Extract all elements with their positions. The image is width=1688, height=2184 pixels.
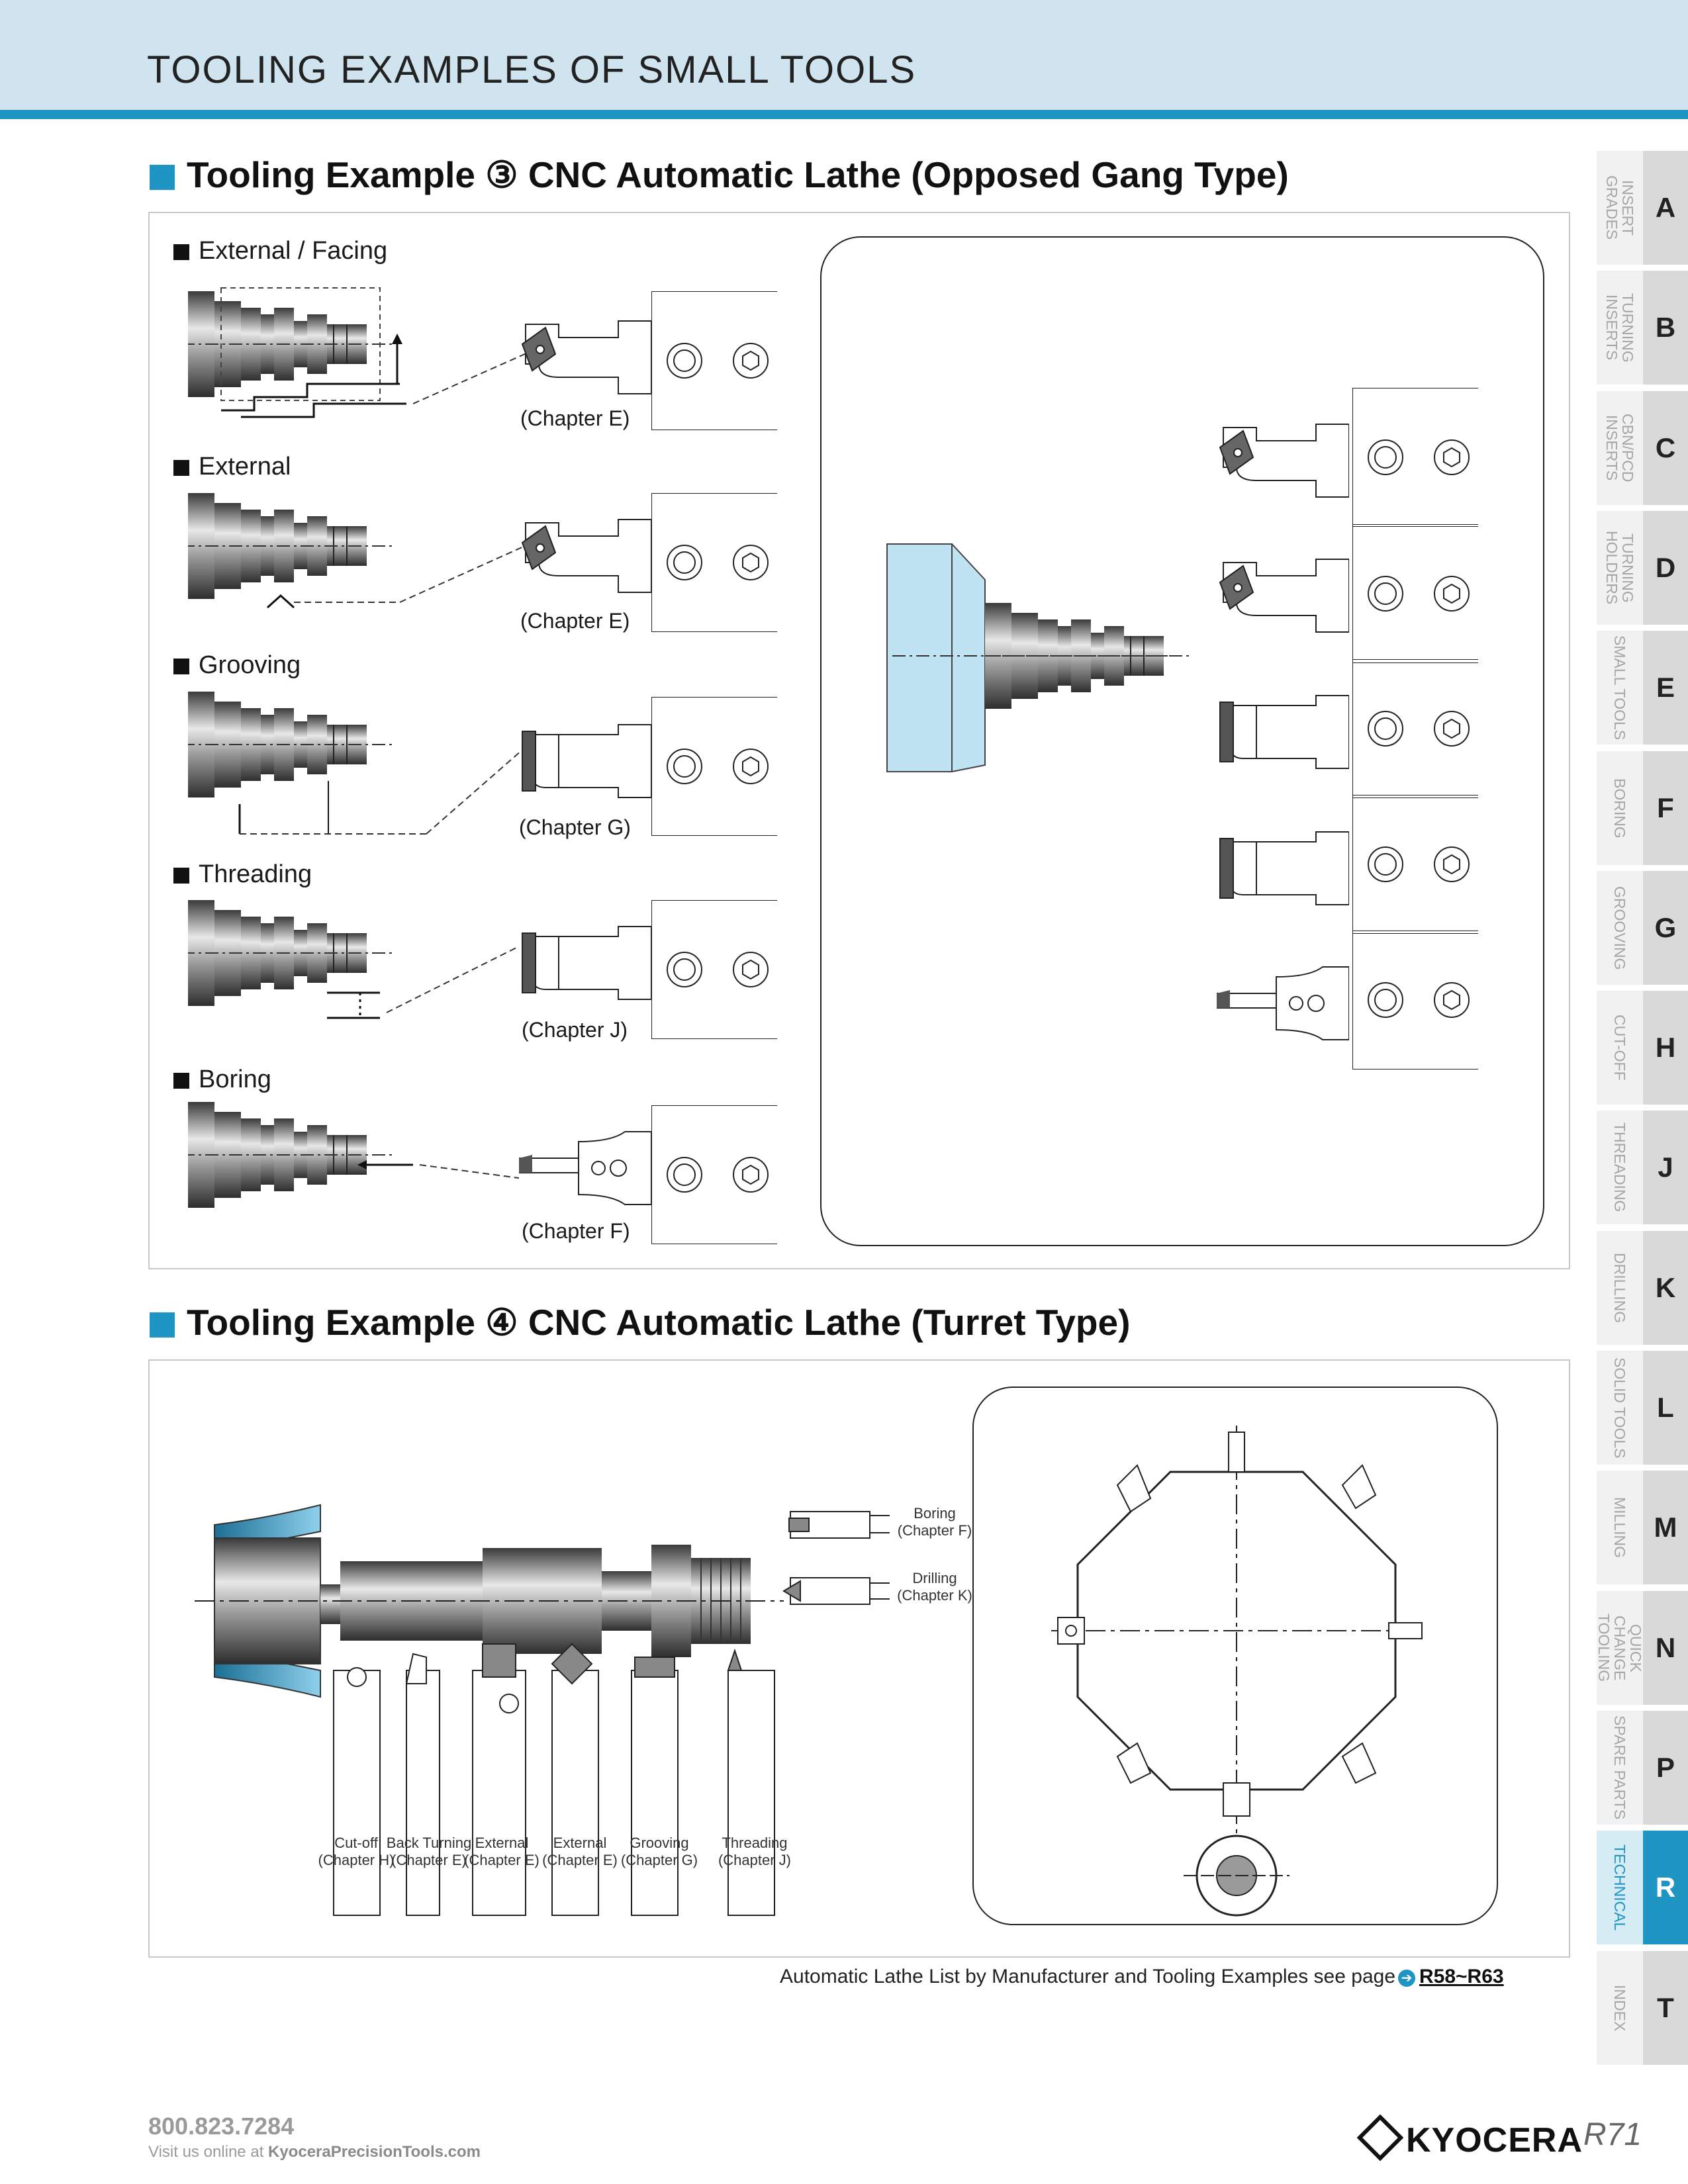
op-label-threading: Threading xyxy=(173,860,312,889)
turret-side-tools xyxy=(782,1511,890,1605)
footer-website: Visit us online at KyoceraPrecisionTools… xyxy=(148,2143,481,2161)
side-tab-letter: G xyxy=(1643,871,1688,985)
side-tab-label: TURNING HOLDERS xyxy=(1597,511,1643,625)
section3-title-text: Tooling Example ③ CNC Automatic Lathe (O… xyxy=(187,154,1289,195)
side-tab-letter: K xyxy=(1643,1231,1688,1345)
turret-gang-tools xyxy=(333,1643,775,1916)
section3-operations-diagram xyxy=(188,287,778,1244)
side-tab-letter: E xyxy=(1643,631,1688,745)
side-tab-label: SPARE PARTS xyxy=(1597,1711,1643,1825)
gang-tool-label-grooving: Grooving(Chapter G) xyxy=(620,1835,698,1868)
side-tab-label: GROOVING xyxy=(1597,871,1643,985)
side-tab-label: INDEX xyxy=(1597,1951,1643,2065)
side-tab-letter: P xyxy=(1643,1711,1688,1825)
side-tab-label: MILLING xyxy=(1597,1471,1643,1584)
header-rule xyxy=(0,110,1688,119)
section4-title: Tooling Example ④ CNC Automatic Lathe (T… xyxy=(150,1301,1130,1343)
side-tab-letter: N xyxy=(1643,1591,1688,1705)
side-tab-letter: H xyxy=(1643,991,1688,1105)
side-tab-label: INSERT GRADES xyxy=(1597,151,1643,265)
side-tab-letter: C xyxy=(1643,391,1688,505)
kyocera-logo: KYOCERA xyxy=(1356,2114,1583,2161)
side-tool-label-drilling: Drilling(Chapter K) xyxy=(897,1570,972,1604)
op-label-external-facing: External / Facing xyxy=(173,237,387,265)
section-marker-icon xyxy=(150,165,175,190)
workpiece-external-facing xyxy=(188,287,533,418)
side-tab-letter: R xyxy=(1643,1831,1688,1944)
side-tab-label: TECHNICAL xyxy=(1597,1831,1643,1944)
side-tab-label: BORING xyxy=(1597,751,1643,865)
op-label-boring: Boring xyxy=(173,1066,271,1094)
page-title: TOOLING EXAMPLES OF SMALL TOOLS xyxy=(147,48,917,91)
workpiece-threading xyxy=(188,899,520,1019)
side-tab-label: CUT-OFF xyxy=(1597,991,1643,1105)
side-tab-letter: A xyxy=(1643,151,1688,265)
workpiece-boring xyxy=(188,1101,520,1208)
side-tab-label: SMALL TOOLS xyxy=(1597,631,1643,745)
gang-tool-label-external-1: External(Chapter E) xyxy=(464,1835,539,1868)
op-chapter-external-facing: (Chapter E) xyxy=(520,406,630,430)
gang-tool-label-cutoff: Cut-off(Chapter H) xyxy=(318,1835,395,1868)
side-tab-label: TURNING INSERTS xyxy=(1597,271,1643,385)
page-header xyxy=(0,0,1688,110)
kyocera-logo-icon xyxy=(1356,2114,1404,2161)
turret-gang-diagram xyxy=(195,1504,890,1916)
op-label-external: External xyxy=(173,453,291,481)
gang-tool-label-threading: Threading(Chapter J) xyxy=(718,1835,792,1868)
side-tab-label: DRILLING xyxy=(1597,1231,1643,1345)
reference-page-link[interactable]: R58~R63 xyxy=(1419,1966,1504,1987)
side-tab-letter: B xyxy=(1643,271,1688,385)
op-chapter-grooving: (Chapter G) xyxy=(519,815,631,839)
side-tab-letter: M xyxy=(1643,1471,1688,1584)
side-tab-letter: J xyxy=(1643,1111,1688,1224)
op-chapter-threading: (Chapter J) xyxy=(522,1018,628,1042)
chuck xyxy=(886,543,986,772)
arrow-right-icon: ➔ xyxy=(1398,1970,1415,1987)
gang-tool-label-back-turning: Back Turning(Chapter E) xyxy=(386,1835,472,1868)
turret-diagram xyxy=(972,1387,1498,1925)
workpiece-external xyxy=(188,492,533,609)
op-chapter-external: (Chapter E) xyxy=(520,609,630,633)
section-marker-icon xyxy=(150,1312,175,1338)
side-tab-letter: F xyxy=(1643,751,1688,865)
section3-title: Tooling Example ③ CNC Automatic Lathe (O… xyxy=(150,154,1289,196)
side-tab-letter: T xyxy=(1643,1951,1688,2065)
side-tool-label-boring: Boring(Chapter F) xyxy=(897,1505,972,1539)
page-number: R71 xyxy=(1583,2117,1642,2152)
opposed-gang-machine-diagram xyxy=(820,236,1544,1246)
side-tab-label: SOLID TOOLS xyxy=(1597,1351,1643,1465)
footer-phone: 800.823.7284 xyxy=(148,2113,295,2140)
op-chapter-boring: (Chapter F) xyxy=(522,1219,630,1243)
website-link[interactable]: KyoceraPrecisionTools.com xyxy=(268,2143,481,2161)
reference-note: Automatic Lathe List by Manufacturer and… xyxy=(780,1966,1504,1987)
side-tab-label: THREADING xyxy=(1597,1111,1643,1224)
section4-title-text: Tooling Example ④ CNC Automatic Lathe (T… xyxy=(187,1302,1131,1343)
side-tab-label: QUICK CHANGE TOOLING xyxy=(1595,1591,1644,1705)
workpiece-grooving xyxy=(188,691,533,835)
side-tab-letter: D xyxy=(1643,511,1688,625)
side-tab-letter: L xyxy=(1643,1351,1688,1465)
side-tab-label: CBN/PCD INSERTS xyxy=(1597,391,1643,505)
gang-tool-label-external-2: External(Chapter E) xyxy=(542,1835,618,1868)
op-label-grooving: Grooving xyxy=(173,651,301,680)
